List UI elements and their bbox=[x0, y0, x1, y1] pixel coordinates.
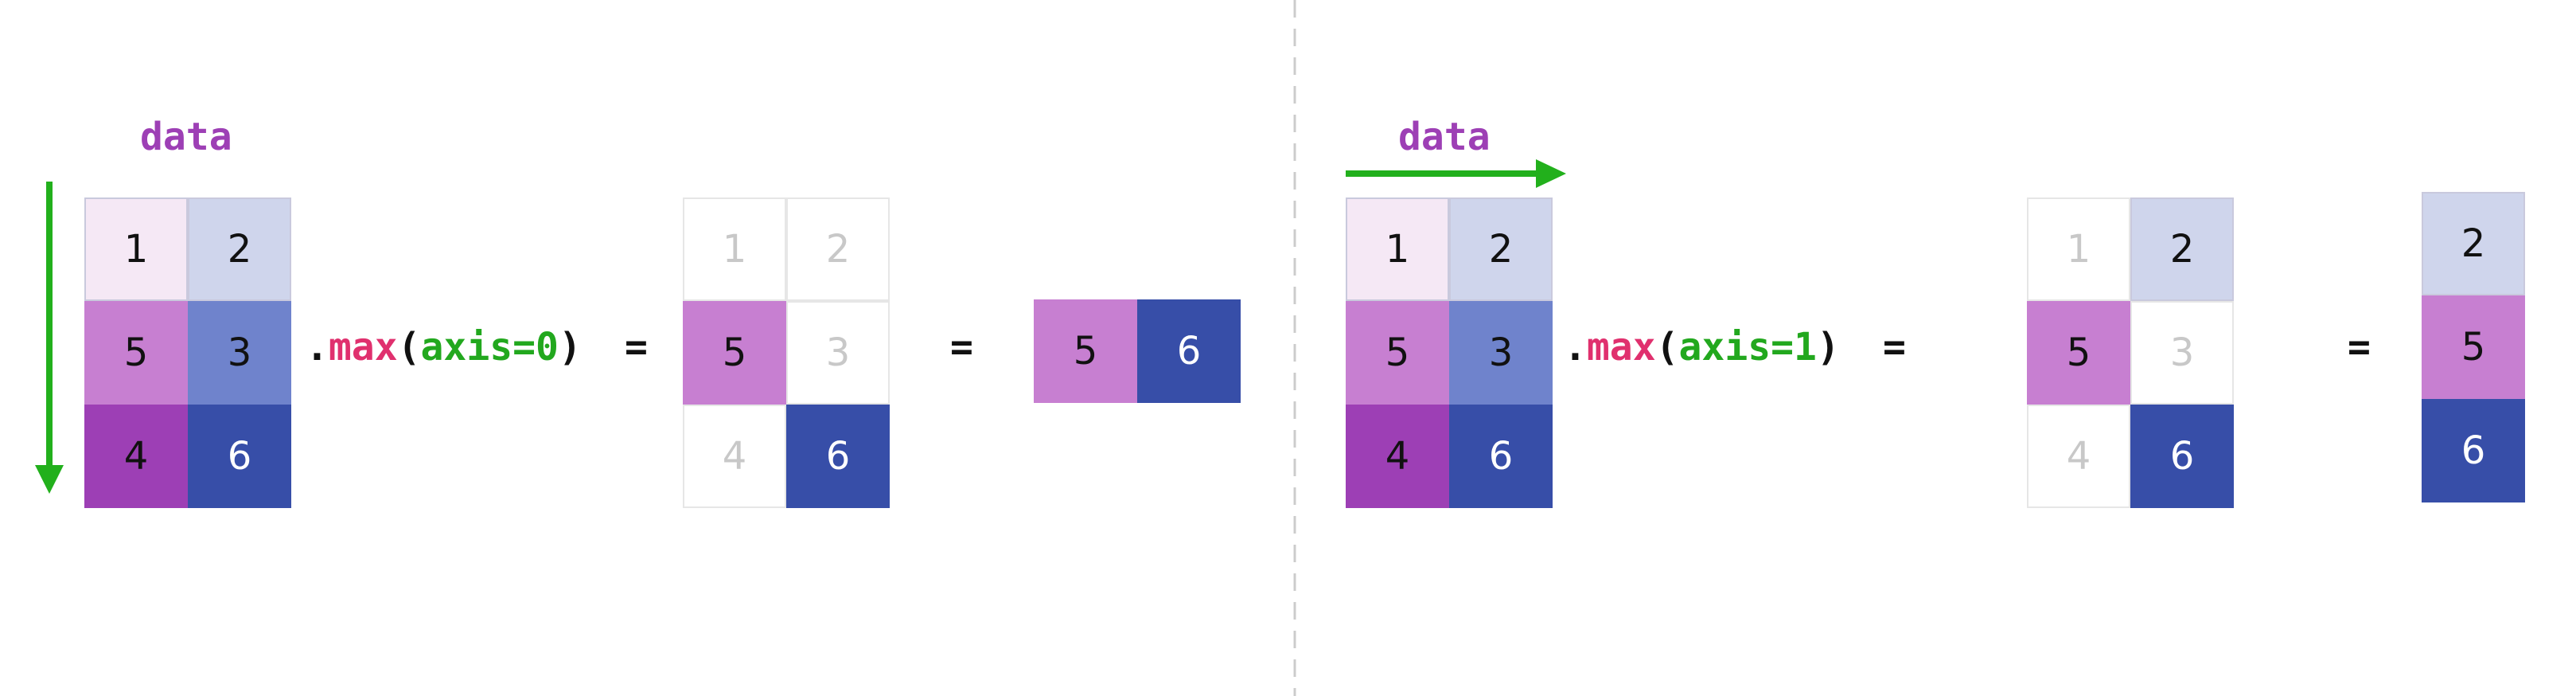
matrix-cell: 5 bbox=[2027, 301, 2130, 405]
matrix-cell: 2 bbox=[188, 197, 291, 301]
matrix-cell: 1 bbox=[2027, 197, 2130, 301]
expr-dot: . bbox=[306, 325, 329, 370]
matrix-cell: 3 bbox=[2130, 301, 2234, 405]
equals-sign: = bbox=[625, 325, 648, 370]
matrix-cell: 3 bbox=[188, 301, 291, 405]
matrix-cell: 6 bbox=[786, 405, 890, 508]
axis-arrow-head bbox=[1536, 159, 1566, 188]
matrix-cell: 6 bbox=[1449, 405, 1553, 508]
expr-close-paren: ) bbox=[558, 325, 582, 370]
matrix-cell: 5 bbox=[1346, 301, 1449, 405]
matrix-cell: 4 bbox=[2027, 405, 2130, 508]
matrix-cell: 6 bbox=[188, 405, 291, 508]
matrix-cell: 3 bbox=[786, 301, 890, 405]
matrix-cell: 2 bbox=[2130, 197, 2234, 301]
expr-function: max bbox=[1586, 325, 1656, 370]
expr-close-paren: ) bbox=[1816, 325, 1840, 370]
expr-open-paren: ( bbox=[1655, 325, 1679, 370]
matrix-cell: 2 bbox=[786, 197, 890, 301]
axis-arrow-head bbox=[35, 465, 64, 494]
result-equals-sign: = bbox=[2348, 325, 2371, 370]
matrix-cell: 5 bbox=[683, 301, 786, 405]
result-equals-sign: = bbox=[950, 325, 973, 370]
result-cell: 5 bbox=[2422, 295, 2525, 399]
matrix-cell: 2 bbox=[1449, 197, 1553, 301]
result-cell: 2 bbox=[2422, 192, 2525, 295]
expr-open-paren: ( bbox=[397, 325, 421, 370]
data-label: data bbox=[140, 115, 232, 159]
expr-argument: axis=0 bbox=[420, 325, 559, 370]
matrix-cell: 1 bbox=[84, 197, 188, 301]
expr-dot: . bbox=[1564, 325, 1587, 370]
matrix-cell: 4 bbox=[1346, 405, 1449, 508]
matrix-cell: 6 bbox=[2130, 405, 2234, 508]
equals-sign: = bbox=[1883, 325, 1906, 370]
matrix-cell: 4 bbox=[683, 405, 786, 508]
result-cell: 6 bbox=[1137, 299, 1241, 403]
result-cell: 5 bbox=[1034, 299, 1137, 403]
matrix-cell: 1 bbox=[1346, 197, 1449, 301]
matrix-cell: 5 bbox=[84, 301, 188, 405]
matrix-cell: 4 bbox=[84, 405, 188, 508]
expr-argument: axis=1 bbox=[1678, 325, 1817, 370]
result-cell: 6 bbox=[2422, 399, 2525, 502]
matrix-cell: 1 bbox=[683, 197, 786, 301]
data-label: data bbox=[1398, 115, 1491, 159]
expr-function: max bbox=[328, 325, 398, 370]
matrix-cell: 3 bbox=[1449, 301, 1553, 405]
expression: .max(axis=1) bbox=[1564, 328, 1840, 366]
expression: .max(axis=0) bbox=[306, 328, 582, 366]
